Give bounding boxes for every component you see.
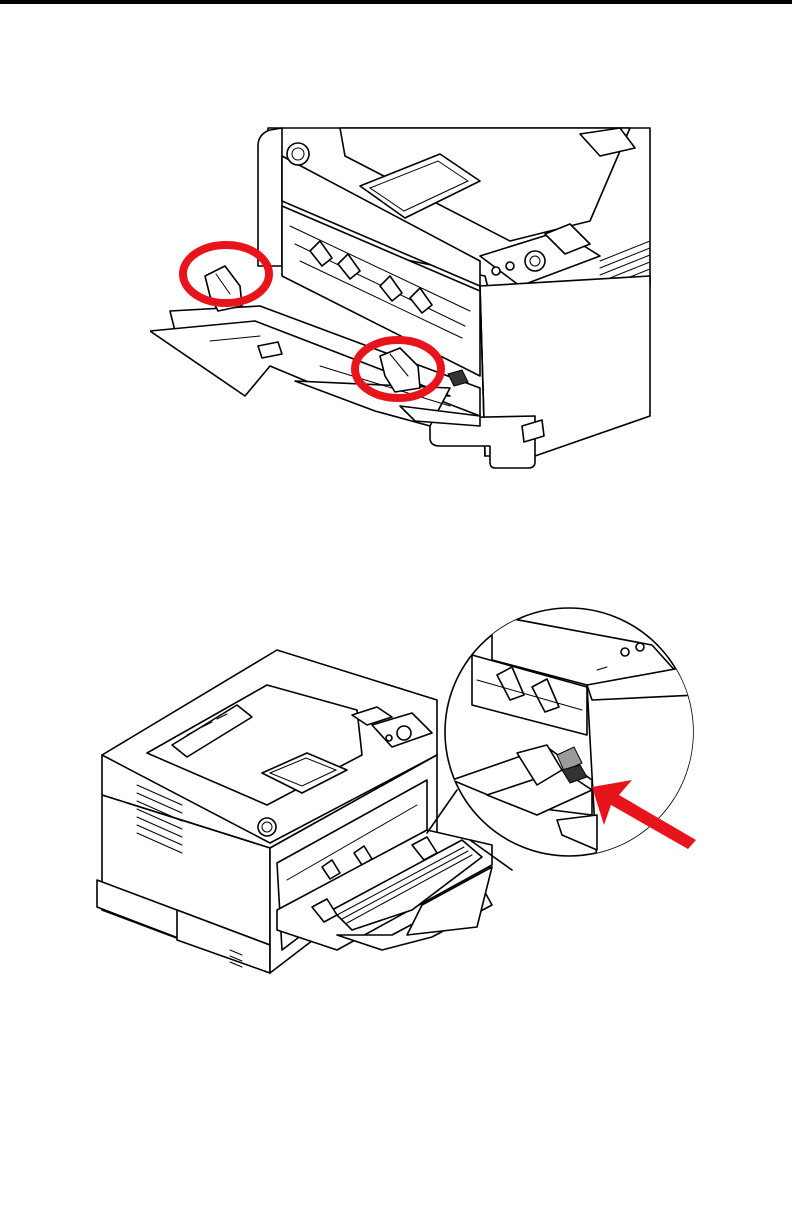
- page-top-rule: [0, 0, 792, 4]
- navigation-dial-icon: [525, 251, 545, 271]
- printer-body-closeup: [150, 128, 650, 468]
- power-button-icon: [258, 818, 276, 836]
- navigation-dial-icon: [397, 726, 411, 740]
- printer-tray-loaded-paper-figure: [92, 605, 697, 977]
- power-button-icon: [287, 143, 309, 165]
- printer-tray-paper-guides-figure: [150, 126, 655, 472]
